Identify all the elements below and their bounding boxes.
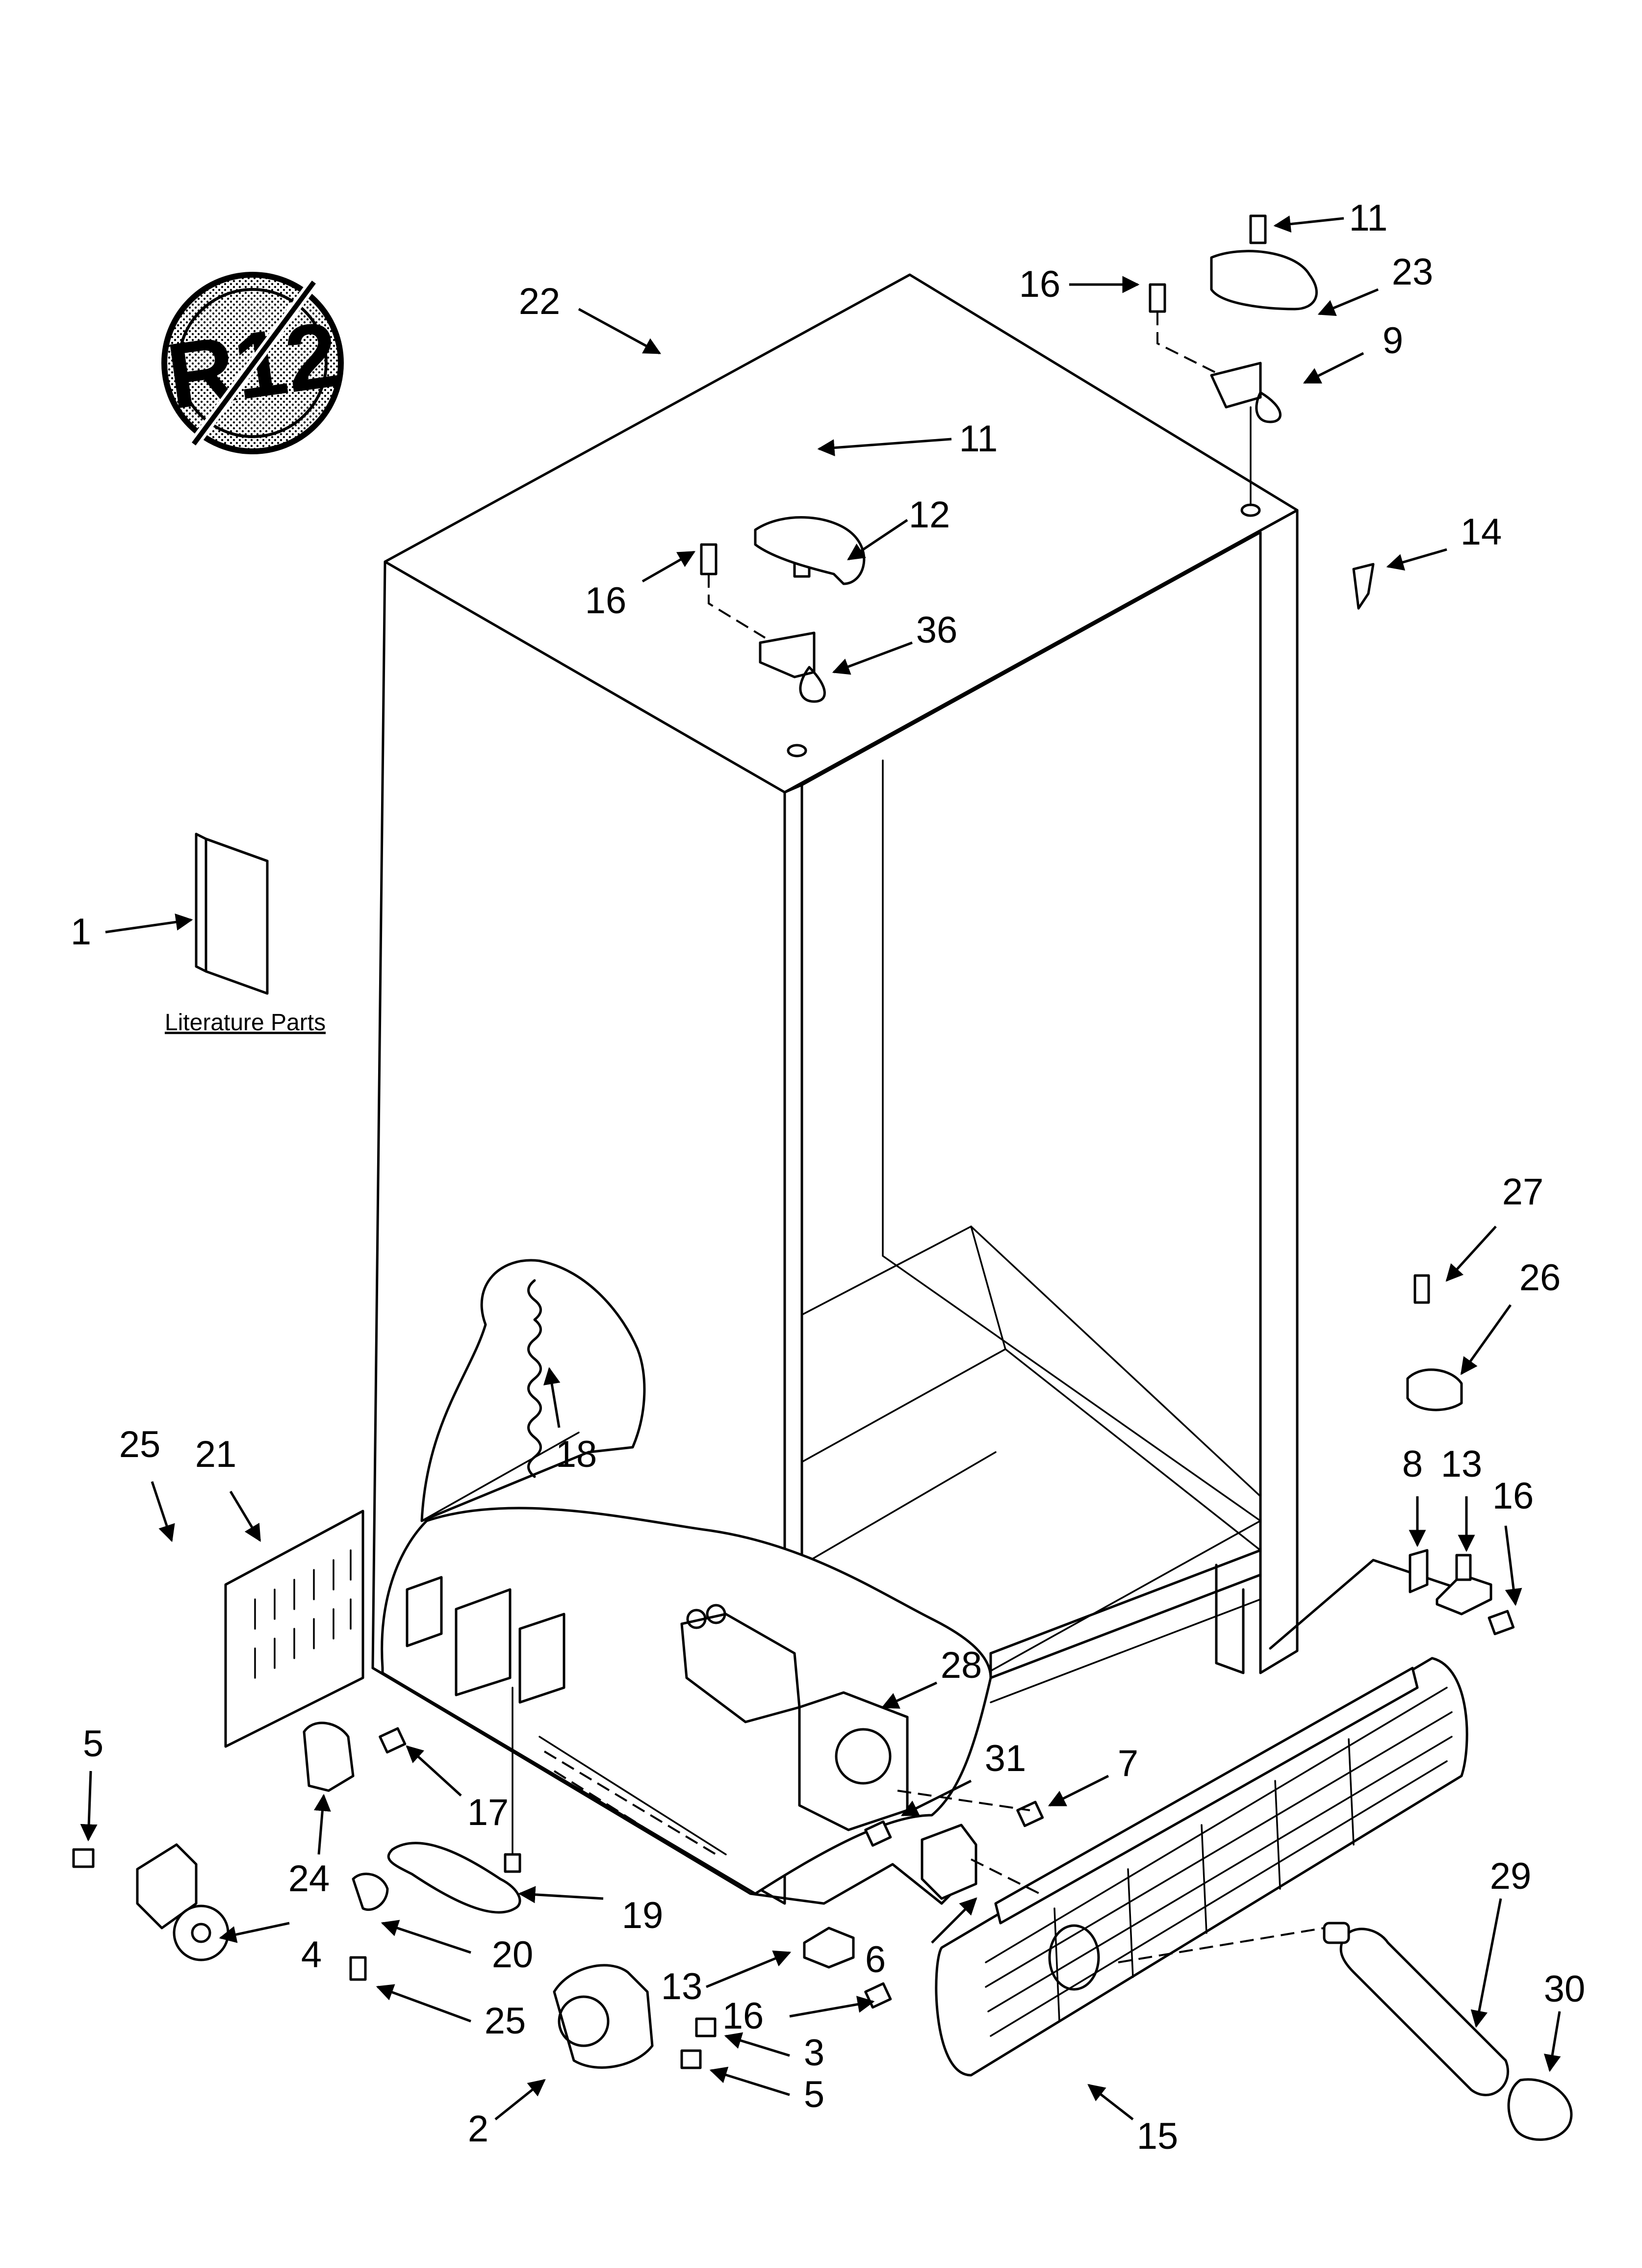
callout-2: 2 [468,2108,488,2150]
callout-3: 3 [804,2032,824,2074]
callout-5-bottom: 5 [804,2074,824,2115]
callout-30: 30 [1544,1968,1586,2010]
callout-16-right: 16 [1492,1475,1534,1517]
callout-18: 18 [556,1434,597,1475]
callout-36: 36 [916,609,958,651]
callout-8: 8 [1402,1443,1423,1485]
front-roller [72,1843,230,1961]
callout-25-bottom: 25 [485,2000,526,2042]
top-hinge-assembly-left [700,516,866,757]
top-hinge-assembly-right [1149,214,1318,517]
callout-20: 20 [492,1934,534,1976]
callout-7: 7 [1118,1743,1138,1784]
rear-access-panel [224,1510,364,1748]
water-filter [1118,1922,1573,2141]
callout-16-top-right: 16 [1019,263,1061,305]
callout-21: 21 [195,1434,237,1475]
callout-11-left: 11 [959,418,998,460]
clip-icon [1352,563,1375,610]
literature-parts-caption: Literature Parts [165,1010,326,1036]
right-side-brackets [1406,1274,1515,1636]
callout-31: 31 [985,1738,1026,1779]
callout-15: 15 [1137,2115,1179,2157]
callout-23: 23 [1392,251,1434,293]
lower-bracket [803,1927,892,2009]
wire-bracket [303,1721,407,1792]
literature-booklet-icon [195,833,269,995]
callout-6: 6 [865,1939,886,1981]
callout-16-bottom: 16 [722,1995,764,2037]
callout-11-right: 11 [1349,197,1388,239]
callout-27: 27 [1502,1171,1544,1213]
no-r12-symbol-icon: R12 [161,272,345,454]
base-grille [935,1657,1468,2077]
callout-16-top-left: 16 [585,580,627,622]
callout-17: 17 [467,1792,509,1833]
cover-clip [864,1790,1044,1900]
callout-24: 24 [288,1858,330,1900]
callout-29: 29 [1490,1855,1532,1897]
callout-28: 28 [941,1644,982,1686]
cabinet-cutaway [381,1259,992,1895]
drain-tube [349,1687,521,1981]
callout-14: 14 [1461,511,1502,553]
callout-19: 19 [622,1895,664,1936]
callout-9: 9 [1383,320,1403,362]
callout-labels: 1 22 11 12 16 36 11 16 23 9 14 18 27 26 … [71,197,1585,2157]
callout-leader-lines [80,215,1561,2120]
callout-1: 1 [71,911,91,953]
callout-4: 4 [301,1934,322,1976]
callout-13-bottom: 13 [661,1966,703,2007]
callout-13-right: 13 [1441,1443,1483,1485]
callout-26: 26 [1519,1257,1561,1299]
callout-25-top: 25 [119,1424,161,1465]
rear-roller [553,1964,717,2069]
callout-5-left: 5 [83,1723,103,1765]
callout-12: 12 [909,494,950,536]
callout-22: 22 [519,281,561,322]
